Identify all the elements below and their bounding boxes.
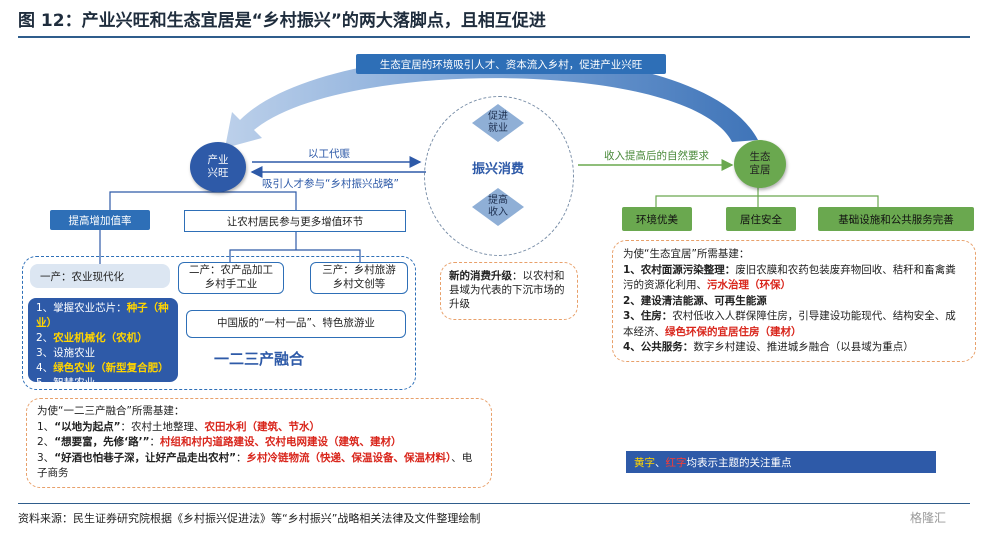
- eco-circle-line1: 生态: [749, 150, 771, 163]
- box-infrastructure: 基础设施和公共服务完善: [818, 207, 974, 231]
- connector-right: [655, 195, 879, 207]
- source-note: 资料来源：民生证券研究院根据《乡村振兴促进法》等“乡村振兴”战略相关法律及文件整…: [18, 512, 481, 525]
- agri-item-2: 2、农业机械化（农机）: [36, 332, 148, 344]
- diamond-employment-l2: 就业: [488, 123, 508, 134]
- connector-secondary-tertiary: [229, 249, 361, 264]
- agri-item-1: 1、掌握农业芯片：种子（种业）: [36, 302, 169, 329]
- agri-item-5: 5、智慧农业: [36, 377, 96, 389]
- fusion-note-heading: 为使“一二三产融合”所需基建：: [37, 405, 185, 417]
- consumption-upgrade-bold: 新的消费升级: [449, 270, 512, 282]
- banner-eco-attracts: 生态宜居的环境吸引人才、资本流入乡村，促进产业兴旺: [356, 54, 666, 74]
- label-income-demand: 收入提高后的自然要求: [604, 150, 709, 162]
- industry-circle-line1: 产业: [207, 153, 229, 166]
- box-tertiary-industry: 三产：乡村旅游 乡村文创等: [310, 262, 408, 294]
- industry-prosperity-circle: 产业 兴旺: [190, 142, 246, 192]
- tertiary-l2: 乡村文创等: [332, 278, 386, 290]
- industry-fusion-area: [22, 256, 416, 390]
- fusion-note-line1: 1、“以地为起点”：农村土地整理、农田水利（建筑、节水）: [37, 420, 320, 433]
- agri-items-box: 1、掌握农业芯片：种子（种业） 2、农业机械化（农机） 3、设施农业 4、绿色农…: [28, 298, 178, 389]
- consumption-upgrade-note: 新的消费升级：以农村和县域为代表的下沉市场的升级: [440, 262, 578, 320]
- eco-circle-line2: 宜居: [749, 164, 771, 176]
- box-environment: 环境优美: [622, 207, 692, 231]
- label-attract-talent: 吸引人才参与“乡村振兴战略”: [262, 178, 399, 190]
- title-rule: [18, 36, 970, 38]
- label-work-relief: 以工代赈: [308, 148, 350, 160]
- box-one-village-one-product: 中国版的“一村一品”、特色旅游业: [186, 310, 406, 338]
- box-participate: 让农村居民参与更多增值环节: [184, 210, 406, 232]
- consumption-ellipse: [424, 96, 574, 256]
- fusion-infrastructure-note: 为使“一二三产融合”所需基建： 1、“以地为起点”：农村土地整理、农田水利（建筑…: [26, 398, 492, 488]
- legend-bar: 黄字、红字均表示主题的关注重点: [626, 451, 936, 473]
- box-housing-safety: 居住安全: [726, 207, 796, 231]
- connector-left: [109, 191, 297, 210]
- diamond-employment-l1: 促进: [488, 111, 508, 122]
- footer-rule: [18, 503, 970, 504]
- secondary-l2: 乡村手工业: [204, 278, 258, 290]
- fusion-note-line2: 2、“想要富，先修‘路’”：村组和村内道路建设、农村电网建设（建筑、建材）: [37, 436, 402, 448]
- consumption-upgrade-text: ：以农村和县域为代表的下沉市场的升级: [449, 270, 565, 310]
- diamond-employment: 促进 就业: [472, 104, 524, 142]
- box-secondary-industry: 二产：农产品加工 乡村手工业: [178, 262, 284, 294]
- agri-item-4: 4、绿色农业（新型复合肥）: [36, 362, 169, 374]
- agri-item-3: 3、设施农业: [36, 347, 96, 359]
- eco-infrastructure-note: 为使“生态宜居”所需基建： 1、农村面源污染整理：废旧农膜和农药包装废弃物回收、…: [612, 240, 976, 362]
- secondary-l1: 二产：农产品加工: [189, 264, 273, 277]
- diamond-income-l1: 提高: [488, 195, 508, 206]
- eco-note-line1: 1、农村面源污染整理：废旧农膜和农药包装废弃物回收、秸秆和畜禽粪污的资源化利用、…: [623, 263, 956, 292]
- eco-note-line4: 4、公共服务：数字乡村建设、推进城乡融合（以县域为重点）: [623, 341, 914, 353]
- box-primary-industry: 一产：农业现代化: [30, 264, 170, 288]
- diamond-income: 提高 收入: [472, 188, 524, 226]
- big-curved-arrow: [225, 54, 758, 148]
- eco-note-line3: 3、住房：农村低收入人群保障住房，引导建设功能现代、结构安全、成本经济、绿色环保…: [623, 310, 956, 338]
- eco-note-heading: 为使“生态宜居”所需基建：: [623, 248, 750, 260]
- eco-note-line2: 2、建设清洁能源、可再生能源: [623, 294, 767, 307]
- tertiary-l1: 三产：乡村旅游: [322, 264, 396, 277]
- logo-watermark: 格隆汇: [910, 511, 947, 525]
- consumption-label: 振兴消费: [472, 162, 525, 177]
- box-value-add: 提高增加值率: [50, 210, 150, 230]
- figure-title: 图 12：产业兴旺和生态宜居是“乡村振兴”的两大落脚点，且相互促进: [18, 11, 546, 31]
- fusion-label: 一二三产融合: [214, 350, 305, 368]
- fusion-note-line3: 3、“好酒也怕巷子深，让好产品走出农村”：乡村冷链物流（快递、保温设备、保温材料…: [37, 451, 473, 480]
- industry-circle-line2: 兴旺: [207, 167, 229, 179]
- diamond-income-l2: 收入: [488, 207, 508, 218]
- eco-livable-circle: 生态 宜居: [734, 140, 786, 188]
